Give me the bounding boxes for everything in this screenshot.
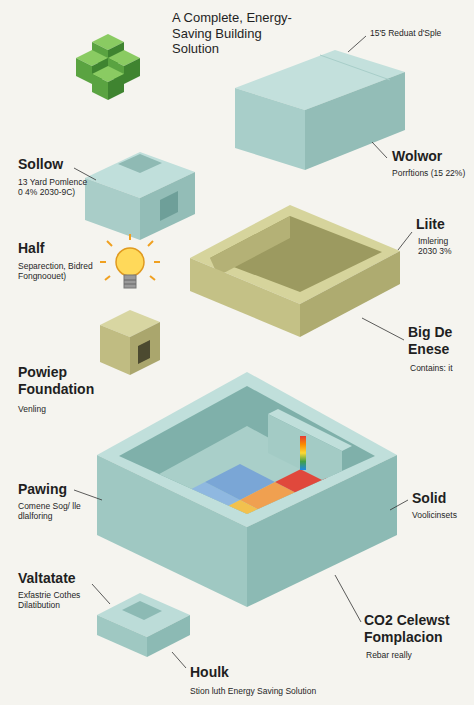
leader-line xyxy=(74,36,412,668)
olive-block xyxy=(100,325,130,375)
building-structure xyxy=(97,372,397,607)
u-block xyxy=(147,615,190,657)
long-block xyxy=(320,55,390,80)
part-name: Solid xyxy=(412,490,446,507)
title: A Complete, Energy-Saving Building Solut… xyxy=(172,10,292,57)
part-name: CO2 Celewst Fomplacion xyxy=(364,612,470,646)
u-block xyxy=(97,593,190,657)
notched-block xyxy=(160,191,178,221)
long-block xyxy=(305,72,405,170)
u-block xyxy=(122,601,162,620)
olive-block xyxy=(138,340,150,364)
leader-line xyxy=(74,490,102,500)
leader-line xyxy=(348,36,366,52)
light-bulb xyxy=(129,234,131,240)
leader-line xyxy=(372,142,387,158)
long-block xyxy=(235,88,305,170)
notched-block xyxy=(118,154,162,173)
part-note: 13 Yard Pomlence 0 4% 2030-9C) xyxy=(18,177,92,197)
building-structure xyxy=(268,414,342,490)
olive-tray xyxy=(210,216,290,276)
olive-block xyxy=(100,310,160,375)
leader-line xyxy=(390,500,408,510)
light-bulb xyxy=(150,276,155,280)
part-note: Rebar really xyxy=(366,650,412,660)
leader-line xyxy=(92,584,110,604)
olive-tray xyxy=(190,205,400,337)
olive-block xyxy=(130,322,160,375)
notched-block xyxy=(85,152,195,240)
notched-block xyxy=(140,172,195,240)
part-name: Big De Enese xyxy=(408,324,470,358)
part-name: Houlk xyxy=(190,664,229,681)
light-bulb xyxy=(124,284,136,285)
leader-line xyxy=(362,318,404,340)
part-note: Imlering 2030 3% xyxy=(418,236,468,256)
part-name: Valtatate xyxy=(18,570,76,587)
part-name: Pawing xyxy=(18,481,67,498)
light-bulb xyxy=(154,261,160,263)
building-structure xyxy=(300,436,306,470)
olive-tray xyxy=(300,251,400,337)
part-name: Sollow xyxy=(18,156,63,173)
building-structure xyxy=(247,455,397,607)
light-bulb xyxy=(100,261,106,263)
olive-tray xyxy=(190,258,300,337)
part-note: Comene Sog/ lle dlalforing xyxy=(18,501,92,521)
building-structure xyxy=(97,455,247,607)
part-note: Venling xyxy=(18,404,46,414)
light-bulb xyxy=(100,234,160,288)
part-note: Voolicinsets xyxy=(412,510,457,520)
part-note: Porrftions (15 22%) xyxy=(392,168,465,178)
light-bulb xyxy=(116,248,144,276)
part-note: Exfastrie Cothes Dilatibution xyxy=(18,590,92,610)
u-block xyxy=(97,615,147,657)
part-name: Liite xyxy=(416,216,445,233)
part-note: Contains: it xyxy=(410,363,453,373)
part-name: Powiep Foundation xyxy=(18,364,118,398)
light-bulb xyxy=(148,241,153,246)
cube-icon xyxy=(76,34,140,100)
leader-line xyxy=(335,575,361,622)
leader-line xyxy=(172,652,186,668)
part-note: Stion luth Energy Saving Solution xyxy=(190,686,316,696)
leader-line xyxy=(398,232,412,250)
part-name: Half xyxy=(18,240,44,257)
notched-block xyxy=(85,178,140,240)
light-bulb xyxy=(105,276,110,280)
light-bulb xyxy=(124,275,136,288)
part-note: 15'5 Reduat d'Sple xyxy=(370,28,441,38)
part-name: Wolwor xyxy=(392,148,442,165)
light-bulb xyxy=(124,280,136,281)
light-bulb xyxy=(107,241,112,246)
cube-icon xyxy=(92,66,124,100)
part-note: Separection, Bidred Fongnoouet) xyxy=(18,261,96,281)
long-block xyxy=(235,50,405,170)
